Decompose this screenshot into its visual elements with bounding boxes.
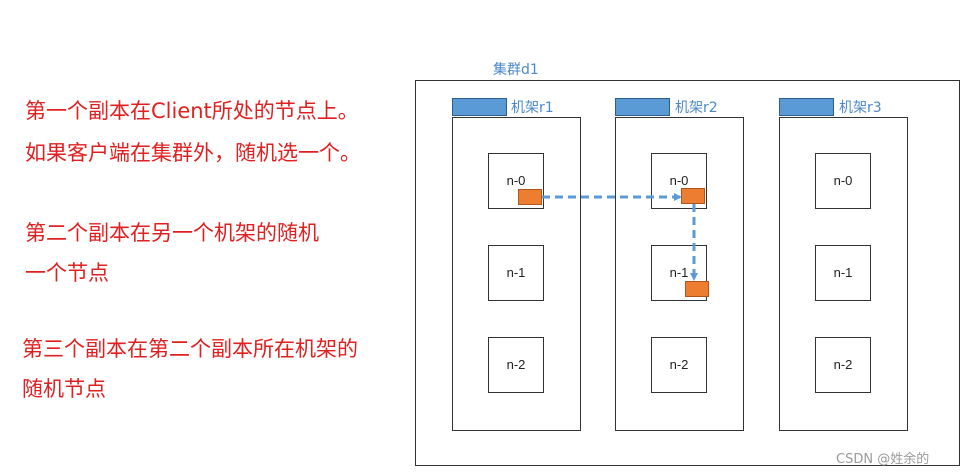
rack-label-r1: 机架r1 — [511, 100, 554, 116]
node-label: n-1 — [506, 264, 526, 280]
node-label: n-2 — [506, 356, 526, 372]
node-label: n-1 — [833, 264, 853, 280]
rack-tab-r2 — [615, 98, 670, 116]
note-line-3: 第二个副本在另一个机架的随机 — [25, 221, 319, 245]
replica-3 — [685, 281, 709, 297]
watermark: CSDN @姓余的 — [836, 452, 930, 467]
note-line-1: 第一个副本在Client所处的节点上。 — [25, 99, 359, 123]
node-r1-n1: n-1 — [488, 245, 544, 301]
cluster-label: 集群d1 — [493, 62, 539, 78]
rack-tab-r3 — [779, 98, 834, 116]
rack-tab-r1 — [452, 98, 507, 116]
note-line-6: 随机节点 — [22, 377, 106, 401]
node-label: n-0 — [506, 172, 526, 188]
note-line-2: 如果客户端在集群外，随机选一个。 — [25, 141, 361, 165]
note-line-4: 一个节点 — [25, 261, 109, 285]
node-label: n-2 — [669, 356, 689, 372]
note-line-5: 第三个副本在第二个副本所在机架的 — [22, 337, 358, 361]
node-label: n-0 — [833, 172, 853, 188]
node-r3-n0: n-0 — [815, 153, 871, 209]
replica-1 — [518, 189, 542, 205]
node-r1-n2: n-2 — [488, 337, 544, 393]
replica-2 — [681, 188, 705, 204]
rack-r3 — [779, 117, 908, 431]
node-label: n-0 — [669, 172, 689, 188]
node-r3-n2: n-2 — [815, 337, 871, 393]
node-label: n-2 — [833, 356, 853, 372]
node-r3-n1: n-1 — [815, 245, 871, 301]
cluster-box — [415, 80, 960, 466]
node-label: n-1 — [669, 264, 689, 280]
rack-r1 — [452, 117, 581, 431]
rack-label-r2: 机架r2 — [675, 100, 718, 116]
rack-r2 — [615, 117, 744, 431]
rack-label-r3: 机架r3 — [839, 100, 882, 116]
node-r2-n2: n-2 — [651, 337, 707, 393]
